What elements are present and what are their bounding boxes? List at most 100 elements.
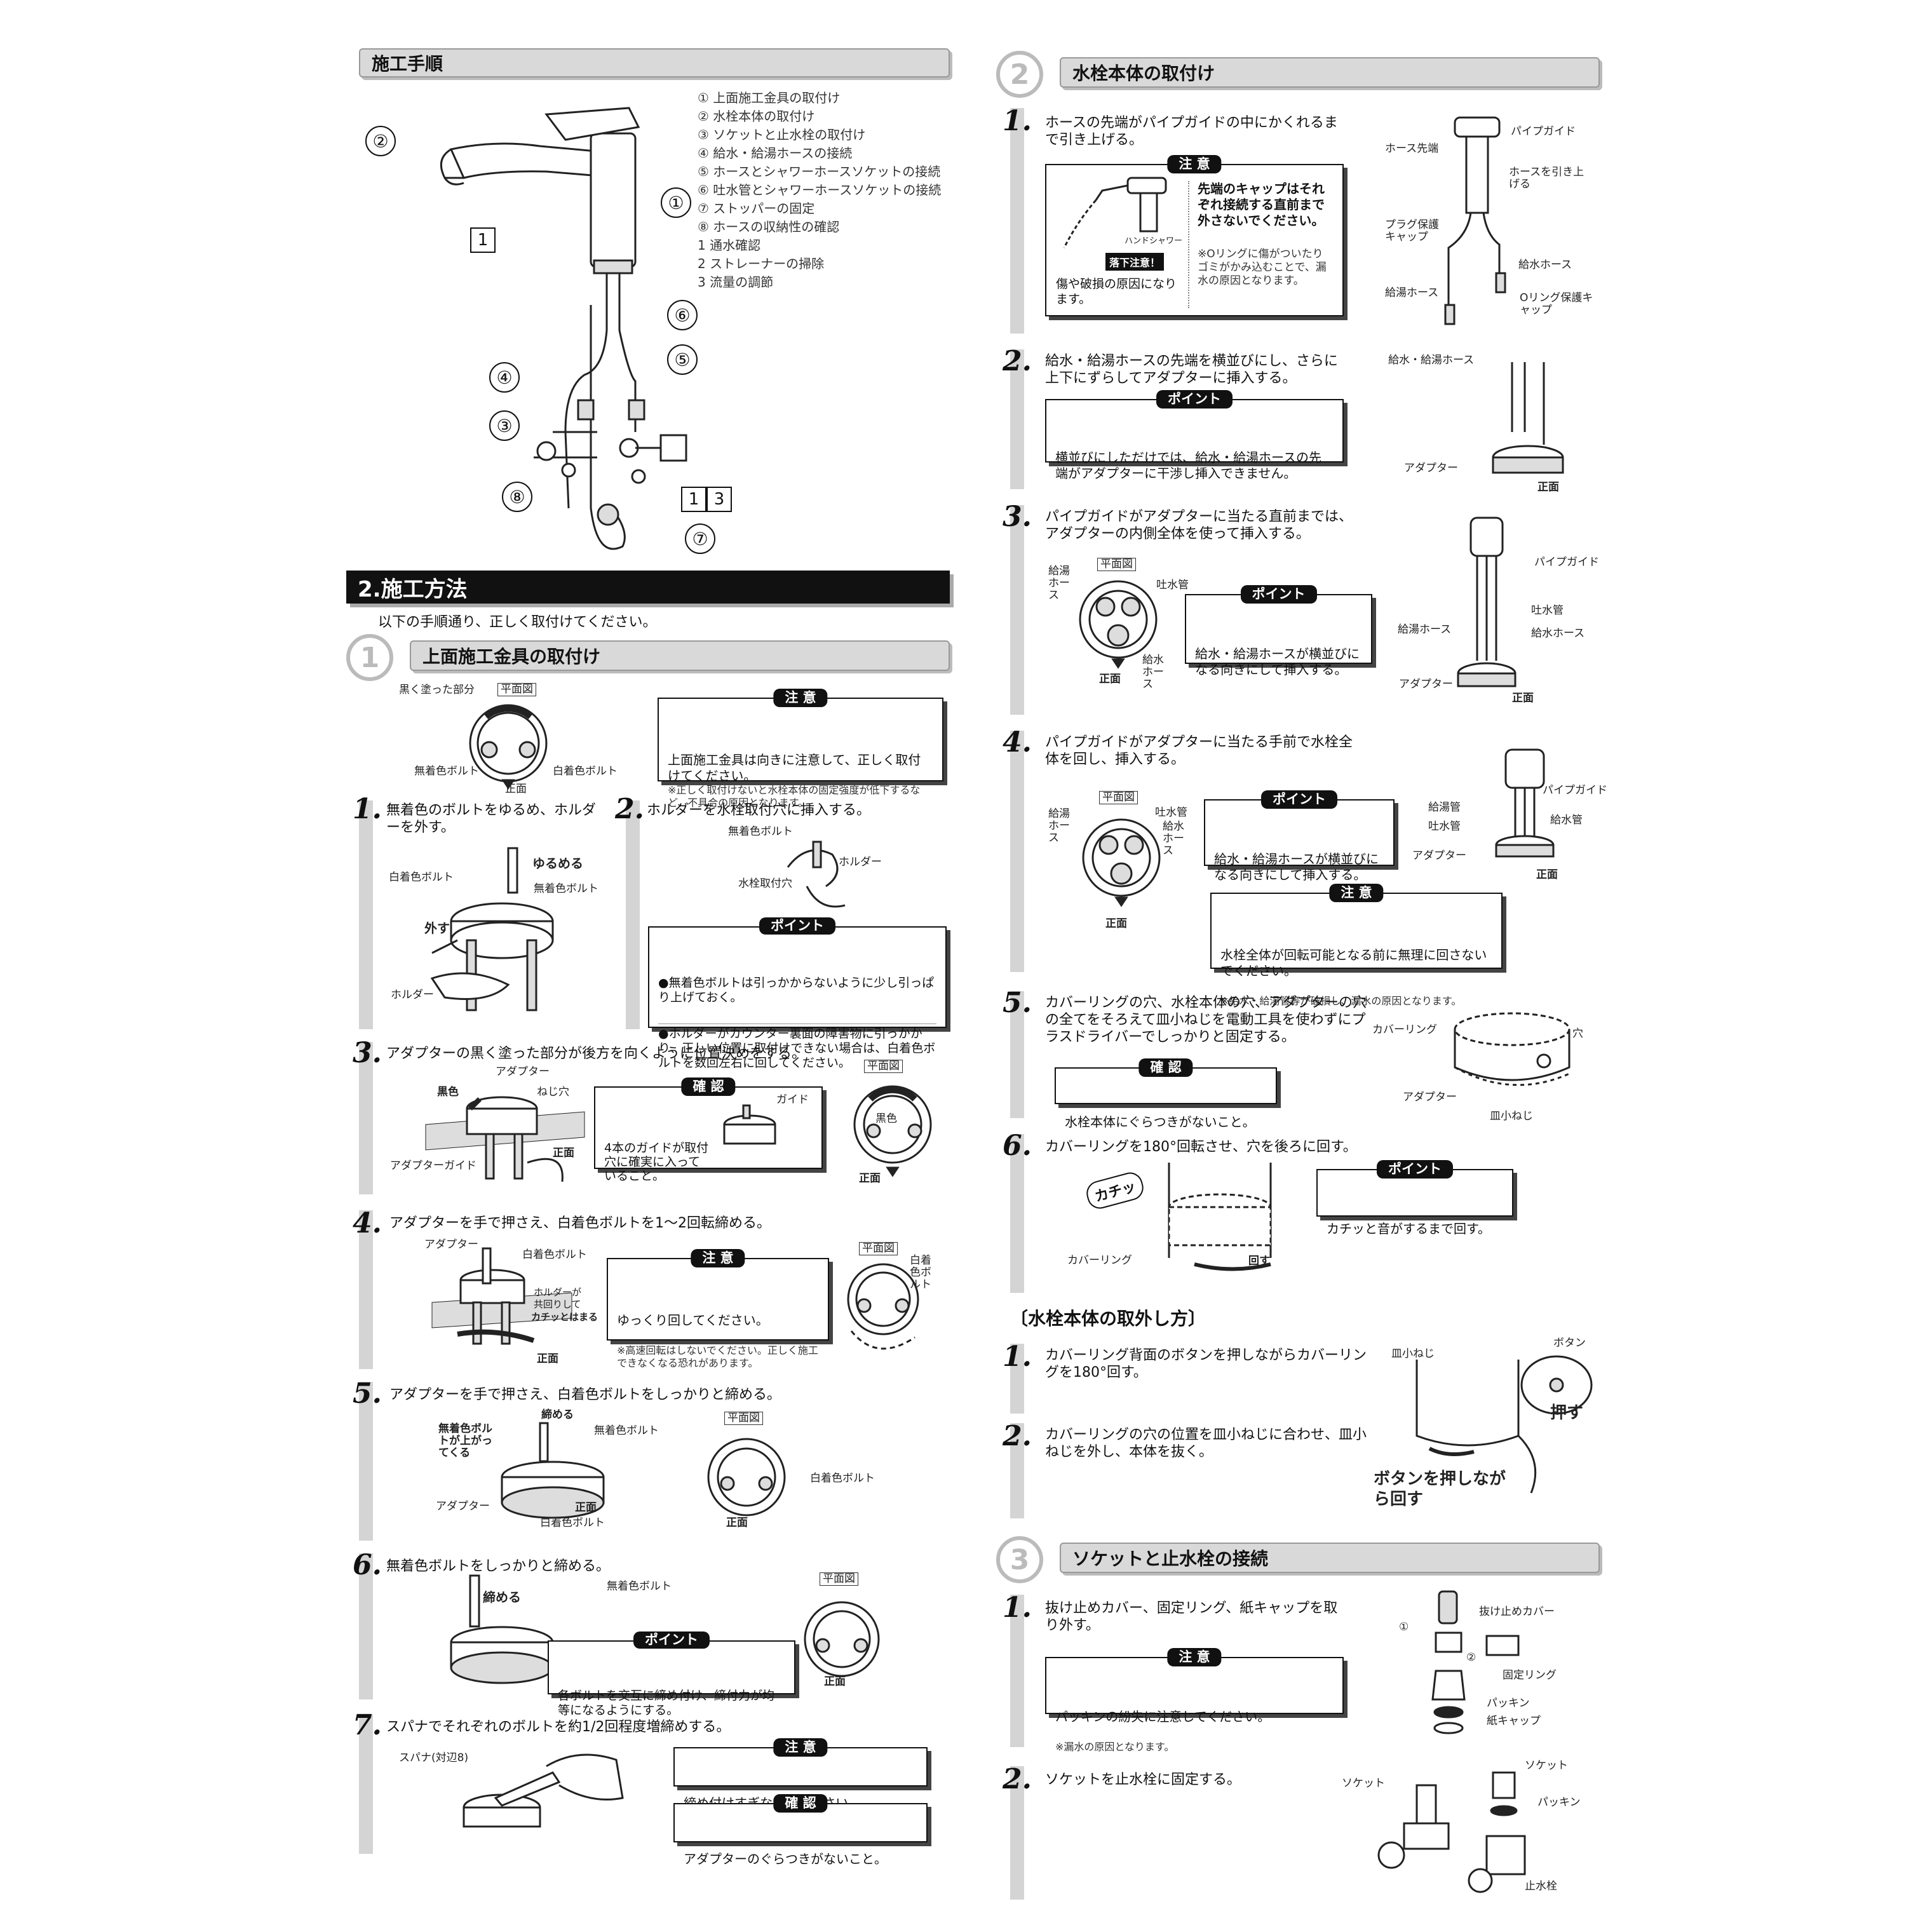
guide-illustration [723,1104,776,1145]
callout: ⑦ [685,524,715,554]
fig-label: ゆるめる [532,856,583,871]
fig-label: ① [1399,1621,1409,1633]
caution-tag: 注 意 [1167,1648,1222,1666]
fig-label: 給湯管 [1428,801,1461,814]
fig-label: パイプガイド [1534,556,1599,569]
caution-tag: 注 意 [773,689,828,707]
step-number: 7. [353,1709,382,1741]
fig-label: 平面図 [1099,791,1138,804]
step-text: パイプガイドがアダプターに当たる手前で水栓全体を回し、挿入する。 [1045,734,1353,767]
fig-label: 正面 [553,1147,574,1159]
point-box: ポイント 給水・給湯ホースが横並びになる向きにして挿入する。 [1185,585,1372,677]
fig-label: 黒色 [437,1086,459,1098]
fig-label: ねじ穴 [537,1086,569,1098]
fig-label: アダプター [1403,1091,1457,1104]
adapter-plan-figure [469,704,548,790]
fig-label: 正面 [1512,692,1534,705]
callout: 3 [706,487,732,512]
step-bar [359,1714,373,1854]
faucet-overview-illustration [440,107,687,550]
caution-text: 水栓全体が回転可能となる前に無理に回さないでください。 [1220,947,1487,978]
section-number: 3 [996,1536,1043,1583]
fig-label: ソケット [1525,1759,1568,1772]
step-bar [1010,505,1024,715]
step-bar [1010,349,1024,489]
fig-label: ソケット [1342,1777,1385,1790]
fig-label: 給水ホース [1518,259,1572,271]
point-box: ポイント カチッと音がするまで回す。 [1316,1160,1513,1236]
fig-label: 水栓取付穴 [738,877,792,890]
step-text: スパナでそれぞれのボルトを約1/2回程度増締めする。 [386,1719,731,1735]
fig-label: 正面 [1536,868,1558,881]
step-bar [1010,1344,1024,1414]
caution-left-text: 傷や破損の原因になります。 [1056,277,1177,306]
method-header: 2.施工方法 [346,571,950,604]
point-item: ●ホルダーがカウンター裏面の障害物に引っかかり、正しい位置に取付けできない場合は… [658,1023,936,1071]
fig-label: 正面 [537,1353,558,1365]
fig-label: 正面 [726,1517,748,1529]
step-text: 給水・給湯ホースの先端を横並びにし、さらに上下にずらしてアダプターに挿入する。 [1045,353,1338,386]
step2-illustration-right [1492,362,1564,474]
removal-illustration [1415,1355,1593,1494]
point-text: 各ボルトを交互に締め付け、締付力が均等になるようにする。 [558,1689,775,1717]
caution-tag: 注 意 [691,1249,745,1267]
step-text: カバーリングの穴、水栓本体の穴、アダプターの穴の全てをそろえて皿小ねじを電動工具… [1045,995,1367,1045]
fig-label: ホルダー [391,989,434,1001]
fig-label: ホルダーが共回りして [534,1287,582,1310]
fig-label: 無着色ボルトが上がってくる [438,1422,492,1459]
fig-label: 平面図 [820,1572,858,1586]
step5-illustration [501,1422,605,1519]
method-title: 2.施工方法 [358,576,468,602]
fig-label: アダプター [496,1065,550,1078]
confirm-text: 水栓本体にぐらつきがないこと。 [1065,1114,1255,1130]
list-item: 1 通水確認 [698,238,761,253]
step-number: 4. [1003,726,1032,759]
fig-label: ホースを引き上げる [1509,166,1584,191]
fig-label: パッキン [1537,1796,1581,1809]
point-text: 給水・給湯ホースが横並びになる向きにして挿入する。 [1214,851,1379,882]
fig-label: 皿小ねじ [1391,1348,1435,1360]
step-text: カバーリングの穴の位置を皿小ねじに合わせ、皿小ねじを外し、本体を抜く。 [1045,1427,1367,1460]
step-number: 5. [1003,987,1032,1019]
caution-subtext: ※給水・給湯管等が破損し、漏水の原因となります。 [1220,995,1462,1007]
fig-label: ホルダー [839,856,882,868]
list-item: ⑧ ホースの収納性の確認 [698,219,840,234]
callout: 1 [681,487,706,512]
callout: ④ [489,362,520,393]
list-item: ④ 給水・給湯ホースの接続 [698,145,853,161]
fig-label: 回す [1248,1255,1270,1267]
step-bar [1010,1423,1024,1518]
step-text: 無着色ボルトをしっかりと締める。 [386,1558,611,1574]
fig-label: パイプガイド [1543,784,1607,797]
fig-label: ホース先端 [1385,142,1439,155]
step2-illustration [787,841,846,908]
fig-label: 正面 [859,1172,881,1185]
callout: ① [661,187,691,218]
step-number: 4. [353,1207,382,1240]
caution-box: 注 意 上面施工金具は向きに注意して、正しく取付けてください。 ※正しく取付けな… [658,689,943,809]
click-burst: カチッ [1083,1170,1147,1212]
confirm-text: 4本のガイドが取付穴に確実に入っていること。 [604,1141,709,1183]
procedure-title: 施工手順 [372,53,443,74]
step-number: 1. [1003,1341,1032,1373]
section-number: 1 [346,634,393,681]
fig-label: 給湯ホース [1385,287,1439,299]
list-item: ① 上面施工金具の取付け [698,90,841,105]
step4-plan-figure [847,1263,919,1350]
confirm-box: 確 認 アダプターのぐらつきがないこと。 [673,1794,928,1867]
fig-label: ハンドシャワー [1125,236,1183,246]
caution-box: 注 意 [1045,155,1344,316]
caution-text: 上面施工金具は向きに注意して、正しく取付けてください。 [668,752,921,783]
step-bar [359,1553,373,1699]
step-text: ホースの先端がパイプガイドの中にかくれるまで引き上げる。 [1045,115,1338,148]
handshower-illustration [1063,177,1167,248]
point-item: ●無着色ボルトは引っかからないように少し引っぱり上げておく。 [658,976,935,1004]
fig-label: 白着色ボルト [522,1248,587,1261]
fig-label: 白着色ボルト [910,1254,931,1291]
step-text: アダプターを手で押さえ、白着色ボルトをしっかりと締める。 [389,1387,781,1403]
fig-label: 正面 [1099,673,1121,686]
list-item: ⑥ 吐水管とシャワーホースソケットの接続 [698,182,942,198]
fig-label: ボタン [1553,1337,1586,1349]
list-item: ⑦ ストッパーの固定 [698,201,815,216]
point-tag: ポイント [759,917,835,935]
